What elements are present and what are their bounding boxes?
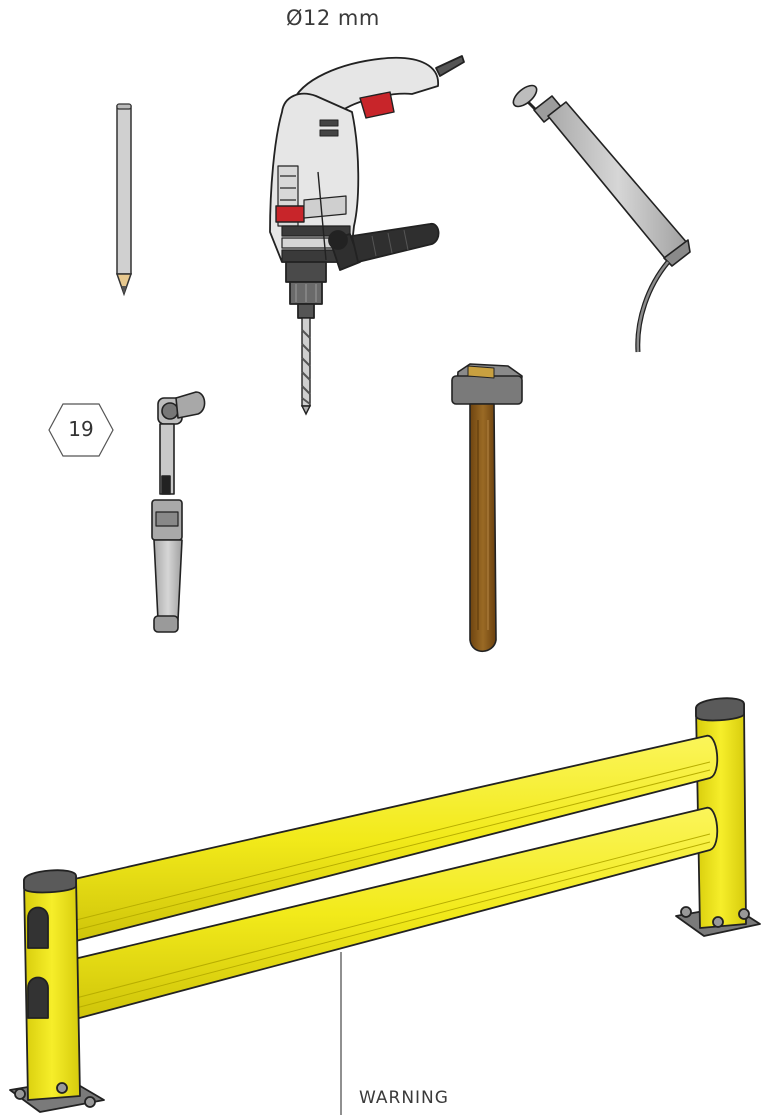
drill-bit-size-label: Ø12 mm <box>286 6 380 30</box>
wrench-size-label: 19 <box>68 417 94 441</box>
drill-bit-icon <box>300 317 312 416</box>
hammer-drill-icon <box>269 55 465 319</box>
torque-wrench-icon <box>151 391 206 633</box>
safety-barrier <box>9 697 761 1113</box>
pencil-icon <box>115 103 133 297</box>
injection-gun-icon <box>512 84 691 353</box>
hex-nut-icon <box>48 403 114 457</box>
warning-label: WARNING <box>359 1088 449 1108</box>
sledge-hammer-icon <box>451 363 523 653</box>
